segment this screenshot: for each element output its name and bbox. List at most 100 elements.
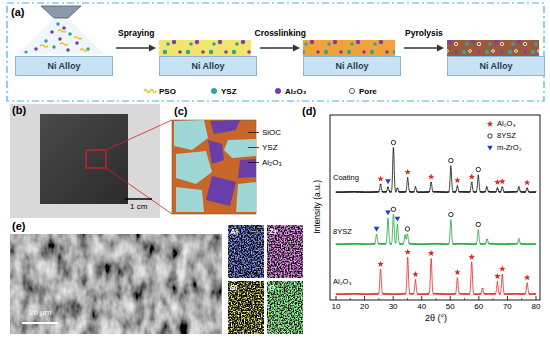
axis-tick — [421, 296, 422, 300]
process-frame — [7, 3, 544, 101]
peak-marker — [499, 178, 505, 184]
eds-map — [267, 225, 303, 278]
process-arrow — [260, 47, 294, 49]
legend-symbol — [488, 134, 492, 138]
microstructure-schematic — [210, 120, 240, 134]
process-arrow — [116, 47, 150, 49]
element-label: Al — [230, 227, 238, 236]
sample-photo — [86, 150, 106, 168]
eds-map — [267, 225, 303, 278]
tick-label: 80 — [532, 302, 541, 311]
step-label: Pyrolysis — [404, 29, 444, 39]
axis-tick — [507, 296, 508, 300]
ni-alloy-substrate: Ni Alloy — [15, 56, 113, 76]
eds-map — [228, 281, 264, 334]
legend-symbol — [349, 88, 354, 93]
element-label: O — [269, 283, 275, 292]
element-label: Si — [230, 283, 238, 292]
tick-label: 40 — [417, 302, 426, 311]
xrd-trace — [336, 148, 536, 193]
microstructure-schematic — [176, 187, 204, 212]
eds-map — [228, 225, 264, 278]
ni-alloy-substrate: Ni Alloy — [447, 56, 545, 76]
droplet — [80, 49, 88, 51]
substrate-label: Ni Alloy — [479, 61, 512, 71]
peak-marker — [385, 179, 391, 184]
microstructure-schematic — [176, 151, 212, 184]
coating-layer — [447, 40, 539, 56]
microstructure-schematic — [172, 120, 256, 214]
peak-marker — [469, 254, 475, 260]
coated-substrate: Ni Alloy — [447, 40, 545, 76]
peak-marker — [395, 217, 401, 222]
process-arrow — [404, 45, 444, 52]
scale-bar — [125, 198, 152, 200]
peak-marker — [428, 250, 434, 256]
peak-marker — [405, 227, 409, 231]
axis-tick — [521, 298, 522, 300]
legend-text: m-ZrO₂ — [497, 144, 522, 153]
panel-letter: (b) — [12, 104, 26, 117]
peak-marker — [412, 271, 418, 277]
peak-marker — [469, 174, 475, 180]
coated-substrate: Ni Alloy — [303, 40, 401, 76]
peak-marker — [428, 174, 434, 180]
xrd-plot — [336, 140, 536, 300]
microstructure-schematic — [238, 159, 256, 178]
legend-text: YSZ — [221, 87, 237, 96]
legend-symbol — [144, 90, 156, 93]
legend-text: PSO — [159, 87, 176, 96]
microstructure-schematic — [236, 182, 256, 212]
legend-symbol — [487, 146, 493, 151]
coated-substrate: Ni Alloy — [15, 40, 113, 76]
coating-layer — [303, 40, 395, 56]
panel-letter: (e) — [12, 220, 25, 233]
droplet — [60, 43, 68, 45]
tick-label: 30 — [389, 302, 398, 311]
zoom-line — [106, 120, 172, 150]
microstructure-schematic — [172, 120, 256, 214]
xrd-trace — [336, 214, 536, 245]
axis-tick — [350, 298, 351, 300]
peak-marker — [377, 261, 383, 267]
ni-alloy-substrate: Ni Alloy — [159, 56, 257, 76]
axis-tick — [336, 296, 337, 300]
axis-tick — [493, 298, 494, 300]
eds-map — [228, 281, 264, 334]
peak-marker — [524, 274, 530, 280]
scale-label: 1 cm — [130, 202, 147, 211]
peak-marker — [454, 269, 460, 275]
peak-marker — [385, 210, 391, 215]
microstructure-schematic — [208, 140, 224, 164]
leader-line — [248, 132, 259, 133]
droplet — [58, 37, 62, 41]
substrate-label: Ni Alloy — [47, 61, 80, 71]
peak-marker — [405, 169, 411, 175]
legend-symbol — [487, 121, 493, 127]
axis-title: Intensity (a.u.) — [313, 180, 323, 234]
panel-letter: (a) — [11, 6, 24, 19]
axis-title: 2θ (°) — [425, 313, 447, 323]
droplet — [40, 45, 48, 47]
tick-label: 60 — [474, 302, 483, 311]
peak-marker — [405, 249, 411, 255]
droplet — [34, 47, 38, 51]
axis-tick — [436, 298, 437, 300]
phase-label: SiOC — [262, 128, 281, 137]
leader-line — [248, 147, 259, 148]
trace-label: Coating — [333, 174, 359, 183]
droplet — [52, 45, 56, 49]
droplet — [75, 41, 79, 45]
phase-label: Al₂O₃ — [262, 158, 282, 167]
process-arrow — [404, 47, 438, 49]
axis-tick — [393, 296, 394, 300]
droplet — [56, 22, 60, 26]
coated-substrate: Ni Alloy — [159, 40, 257, 76]
eds-map — [228, 225, 303, 334]
trace-label: Al₂O₃ — [333, 278, 351, 287]
spray-nozzle — [41, 6, 81, 18]
microstructure-schematic — [206, 176, 236, 206]
droplet — [50, 30, 54, 34]
eds-map — [267, 281, 303, 334]
